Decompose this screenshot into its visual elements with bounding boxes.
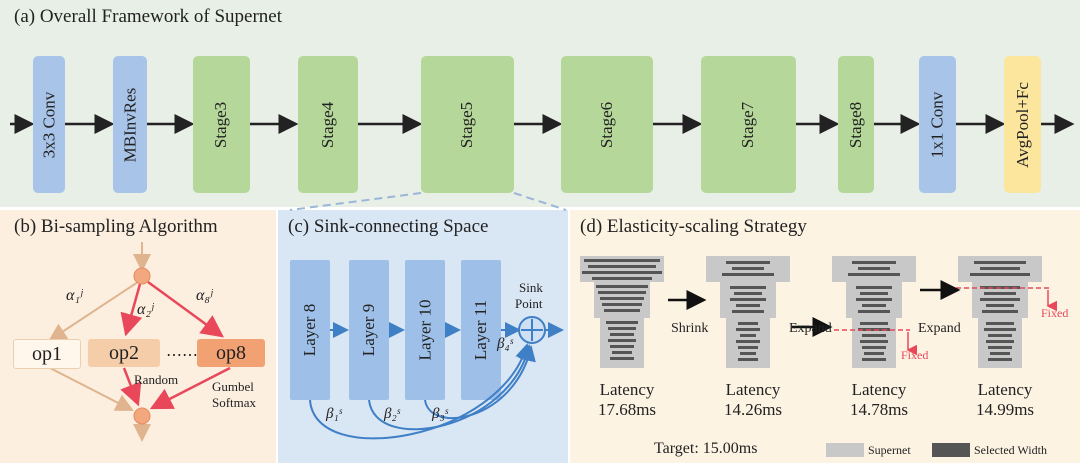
layer-10: Layer 10 [405,260,445,400]
tower-1 [580,256,664,368]
panel-a-title: (a) Overall Framework of Supernet [14,6,283,27]
block-stage8: Stage8 [838,56,874,193]
block-stage6: Stage6 [561,56,653,193]
alpha8-label: α₈ʲ [196,287,213,304]
layer-11: Layer 11 [461,260,501,400]
panel-a [0,0,1080,207]
legend-supernet: Supernet [868,443,911,457]
block-avgpool-fc: AvgPool+Fc [1004,56,1041,193]
alpha1-label: α₁ʲ [66,287,83,304]
random-label: Random [134,372,179,387]
block-stage4: Stage4 [298,56,358,193]
fixed-label-1: Fixed [901,348,929,362]
target-label: Target: 15.00ms [654,440,758,457]
op2-box: op2 [88,339,160,367]
op1-box: op1 [13,339,81,369]
shrink-label: Shrink [671,321,709,336]
softmax-label: Softmax [212,395,257,410]
beta2-label: β₂ˢ [384,406,400,422]
tower-2 [706,256,790,368]
expand-label-1: Expand [789,321,832,336]
block-mbinvres: MBInvRes [113,56,147,193]
panel-d-graphics [580,256,1057,457]
alpha2-label: α₂ʲ [137,301,154,318]
block-stage7: Stage7 [701,56,796,193]
gumbel-label: Gumbel [212,379,254,394]
point-label: Point [515,296,543,311]
legend-selected-width: Selected Width [974,443,1047,457]
sink-label: Sink [519,280,543,295]
layer-9: Layer 9 [349,260,389,400]
op-dots: ⋯⋯ [166,347,198,364]
panel-b-graph [48,242,231,442]
block-1x1-conv: 1x1 Conv [919,56,956,193]
panel-b-title: (b) Bi-sampling Algorithm [14,216,218,237]
fixed-label-2: Fixed [1041,306,1069,320]
panel-a-arrows [10,114,1075,134]
beta1-label: β₁ˢ [326,406,342,422]
block-stage5: Stage5 [421,56,514,193]
tower-4 [948,256,1050,368]
beta3-label: β₃ˢ [432,406,448,422]
op8-box: op8 [197,339,265,367]
panel-c-title: (c) Sink-connecting Space [288,216,489,237]
layer-8: Layer 8 [290,260,330,400]
expand-label-2: Expand [918,321,961,336]
block-stage3: Stage3 [193,56,250,193]
beta4-label: β₄ˢ [497,336,513,352]
tower-3 [832,256,916,368]
block-3x3-conv: 3x3 Conv [33,56,65,193]
panel-d-title: (d) Elasticity-scaling Strategy [580,216,807,237]
